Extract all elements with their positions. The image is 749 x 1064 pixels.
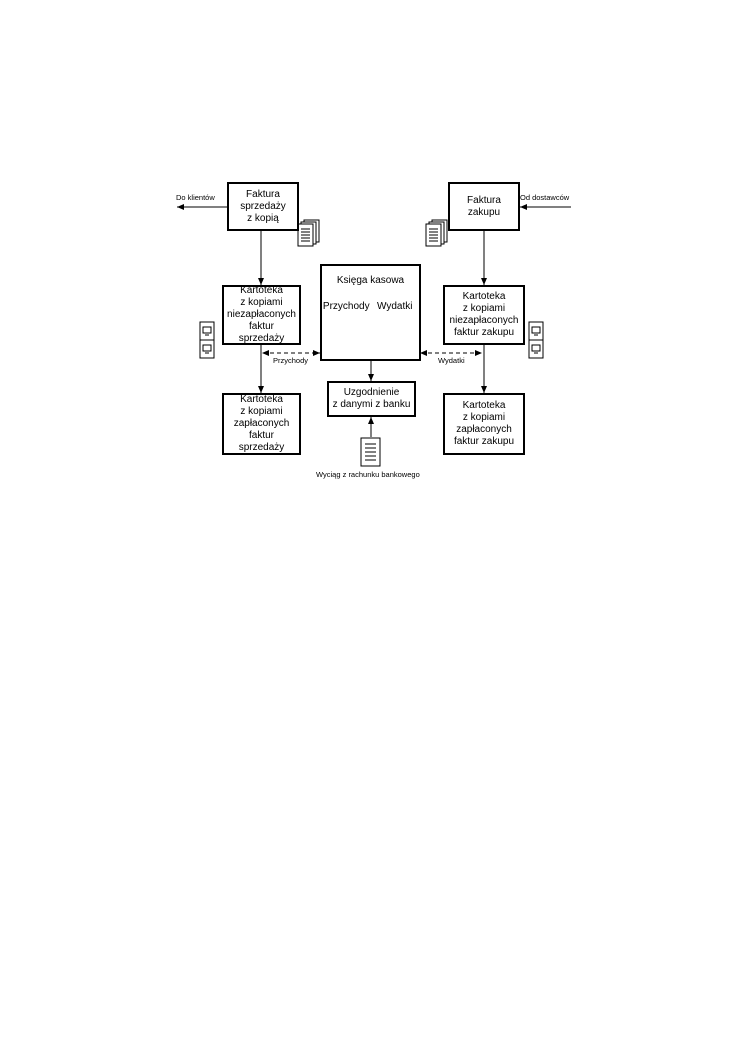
document-stack-icon [297, 219, 320, 247]
box-line: Faktura [467, 194, 501, 206]
box-line: Kartoteka [240, 394, 283, 405]
box-line: Uzgodnienie [343, 387, 400, 398]
box-line: zapłaconych [456, 424, 512, 435]
box-line: z kopiami [462, 412, 506, 423]
paid-sales-file-box: Kartoteka z kopiami zapłaconych faktur s… [222, 393, 301, 455]
box-line: z kopiami [240, 297, 283, 308]
bank-reconcile-box: Uzgodnienie z danymi z banku [327, 381, 416, 417]
document-icon [360, 437, 381, 467]
filing-cabinet-icon [528, 321, 544, 359]
cashbook-expense-column: Wydatki [377, 301, 413, 312]
box-line: niezapłaconych [449, 315, 519, 326]
filing-cabinet-icon [199, 321, 215, 359]
box-line: sprzedaży [238, 333, 285, 344]
sales-invoice-box: Faktura sprzedaży z kopią [227, 182, 299, 231]
box-line: Kartoteka [240, 285, 283, 296]
box-line: faktur zakupu [453, 436, 515, 447]
unpaid-purchase-file-box: Kartoteka z kopiami niezapłaconych faktu… [443, 285, 525, 345]
box-line: sprzedaży [240, 200, 286, 212]
purchase-invoice-box: Faktura zakupu [448, 182, 520, 231]
box-line: zakupu [467, 206, 501, 218]
income-flow-label: Przychody [273, 356, 309, 365]
cashbook-columns: Przychody Wydatki [322, 301, 419, 313]
box-line: faktur zakupu [453, 327, 515, 338]
cashbook-box: Księga kasowa Przychody Wydatki [320, 264, 421, 361]
box-line: faktur [248, 321, 274, 332]
box-line: faktur [248, 430, 274, 441]
paid-purchase-file-box: Kartoteka z kopiami zapłaconych faktur z… [443, 393, 525, 455]
box-line: z kopiami [462, 303, 506, 314]
bank-statement-label: Wyciąg z rachunku bankowego [316, 470, 420, 479]
box-line: zapłaconych [233, 418, 290, 429]
unpaid-sales-file-box: Kartoteka z kopiami niezapłaconych faktu… [222, 285, 301, 345]
to-clients-label: Do klientów [176, 193, 215, 202]
cashbook-income-column: Przychody [322, 301, 370, 312]
box-line: sprzedaży [238, 442, 285, 453]
box-line: z kopiami [240, 406, 283, 417]
expense-flow-label: Wydatki [438, 356, 465, 365]
box-line: Kartoteka [462, 400, 506, 411]
box-line: Kartoteka [462, 291, 506, 302]
from-suppliers-label: Od dostawców [520, 193, 570, 202]
cashbook-title: Księga kasowa [336, 275, 405, 286]
box-line: z danymi z banku [332, 399, 411, 410]
box-line: Faktura [246, 188, 280, 200]
box-line: z kopią [247, 212, 279, 224]
box-line: niezapłaconych [227, 309, 296, 320]
document-stack-icon [425, 219, 448, 247]
